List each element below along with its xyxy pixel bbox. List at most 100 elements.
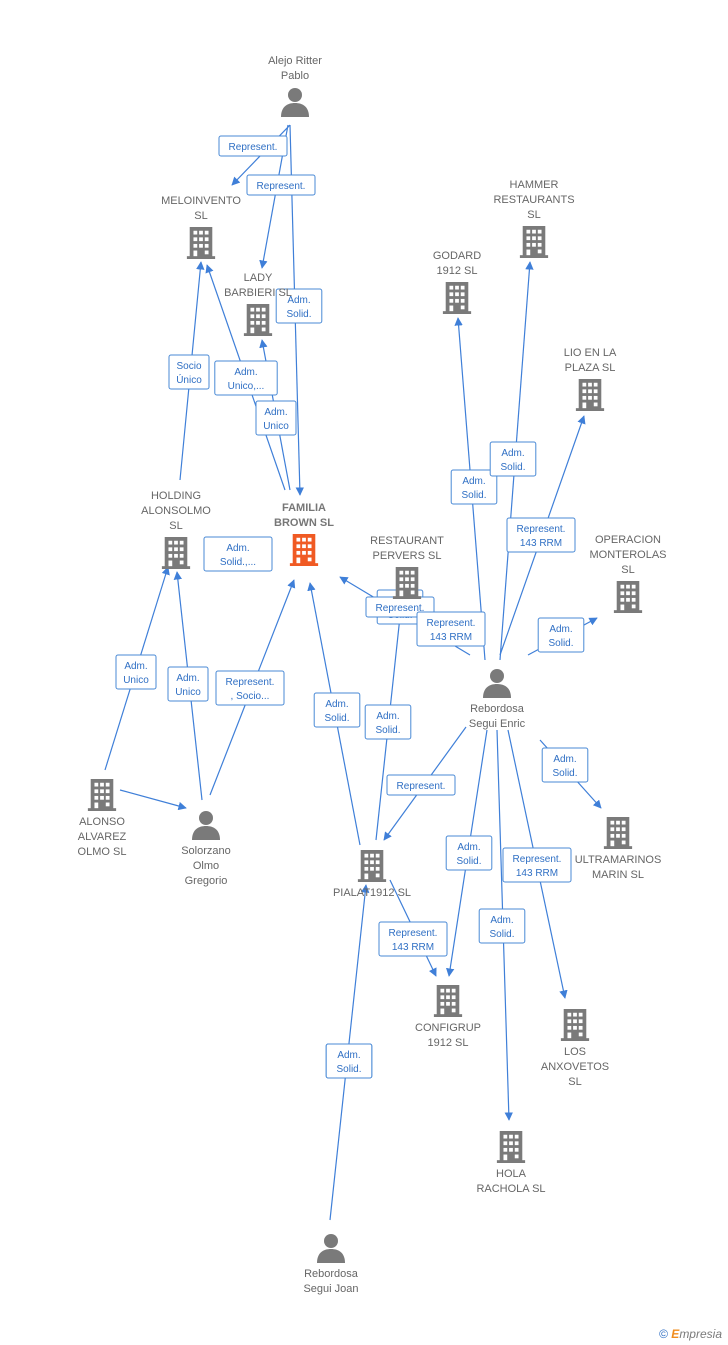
edge-label[interactable]: Adm. Solid. (445, 835, 493, 871)
node-label: ALONSOLMO (141, 505, 211, 517)
nodes: Alejo RitterPabloMELOINVENTOSLLADYBARBIE… (78, 55, 667, 1295)
node-label: HOLA (496, 1168, 527, 1180)
node-pialat[interactable]: PIALAT1912 SL (333, 850, 411, 899)
edge-label[interactable]: Adm.Solid. (364, 704, 412, 740)
person-icon (483, 669, 511, 698)
edge-label[interactable]: Adm.Solid. (489, 441, 537, 477)
edge-label[interactable]: Adm.Solid. (537, 617, 585, 653)
person-icon (192, 811, 220, 840)
edge-label-text: Adm. (462, 476, 485, 487)
node-label: SL (568, 1076, 581, 1088)
node-configrup[interactable]: CONFIGRUP 1912 SL (415, 985, 481, 1049)
node-hammer[interactable]: HAMMER RESTAURANTS SL (493, 179, 575, 258)
edge-label-text: 143 RRM (392, 942, 434, 953)
edge-label[interactable]: Represent., Socio... (215, 670, 285, 706)
node-label: HAMMER (510, 179, 559, 191)
edge-label-text: Adm. (264, 407, 287, 418)
edge-label[interactable]: Adm.Solid. (478, 908, 526, 944)
node-label: 1912 SL (428, 1037, 469, 1049)
node-label: Rebordosa (304, 1268, 359, 1280)
edge-label-box (218, 135, 288, 157)
node-label: MONTEROLAS (589, 549, 666, 561)
person-icon (281, 88, 309, 117)
node-label: SL (527, 209, 540, 221)
edge-label[interactable]: Represent. (218, 135, 288, 157)
edge-label[interactable]: Adm.Solid. (313, 692, 361, 728)
edge-label-box (537, 617, 585, 653)
edge-label[interactable]: Represent.143 RRM (416, 611, 486, 647)
node-label: HOLDING (151, 490, 201, 502)
edge-label[interactable]: Adm.Solid.,... (203, 536, 273, 572)
edge-label[interactable]: Represent. (386, 774, 456, 796)
edge-label-box (203, 536, 273, 572)
edge-label-box (478, 908, 526, 944)
node-label: MARIN SL (592, 869, 644, 881)
edge-label-text: 143 RRM (430, 632, 472, 643)
node-label: MELOINVENTO (161, 195, 241, 207)
building-icon (392, 567, 422, 599)
edge-label-text: Solid. (461, 490, 486, 501)
edge-label[interactable]: Adm.Solid. (541, 747, 589, 783)
edge-label-text: Adm. (457, 842, 480, 853)
node-label: Pablo (281, 70, 309, 82)
edge-label-box (541, 747, 589, 783)
node-label: FAMILIA (282, 502, 326, 514)
edge-label[interactable]: Adm.Solid. (275, 288, 323, 324)
edge-label[interactable]: Adm. Solid. (450, 469, 498, 505)
edge-label[interactable]: Represent.143 RRM (502, 847, 572, 883)
building-icon (603, 817, 633, 849)
edge-label-text: Represent. (397, 781, 446, 792)
edge-label-text: Adm. (376, 711, 399, 722)
edge-label[interactable]: Represent.143 RRM (506, 517, 576, 553)
edge-label-box (489, 441, 537, 477)
edge-label-text: Solid. (456, 856, 481, 867)
node-label: ALONSO (79, 816, 125, 828)
node-label: OLMO SL (78, 846, 127, 858)
node-label: RESTAURANTS (493, 194, 574, 206)
edge-label[interactable]: Represent.143 RRM (378, 921, 448, 957)
node-label: Segui Joan (303, 1283, 358, 1295)
edge-label[interactable]: Adm.Unico (167, 666, 209, 702)
edge-label-box (115, 654, 157, 690)
edge-label[interactable]: Adm.Solid. (325, 1043, 373, 1079)
edge-label-box (313, 692, 361, 728)
edge-label-box (445, 835, 493, 871)
building-icon (186, 227, 216, 259)
node-label: PLAZA SL (565, 362, 616, 374)
footer-brand: © Empresia (659, 1327, 722, 1341)
edge-labels: Represent. Represent. Adm. Solid. SocioÚnico… (115, 135, 589, 1079)
edge-label-text: Solid. (552, 768, 577, 779)
edge-label[interactable]: Adm.Unico (115, 654, 157, 690)
edge-label-box (364, 704, 412, 740)
edge-label-box (416, 611, 486, 647)
edge-label[interactable]: Adm.Unico (255, 400, 297, 436)
edge-label[interactable]: Adm.Unico,... (214, 360, 278, 396)
building-icon (442, 282, 472, 314)
node-hola[interactable]: HOLA RACHOLA SL (476, 1131, 546, 1195)
node-label: LOS (564, 1046, 586, 1058)
edge-label-text: Adm. (226, 543, 249, 554)
node-label: Rebordosa (470, 703, 525, 715)
edge-label-text: Solid. (500, 462, 525, 473)
edge-label[interactable]: Represent. (246, 174, 316, 196)
node-label: RACHOLA SL (476, 1183, 545, 1195)
edge-label-box (214, 360, 278, 396)
node-label: CONFIGRUP (415, 1022, 481, 1034)
node-label: Alejo Ritter (268, 55, 322, 67)
